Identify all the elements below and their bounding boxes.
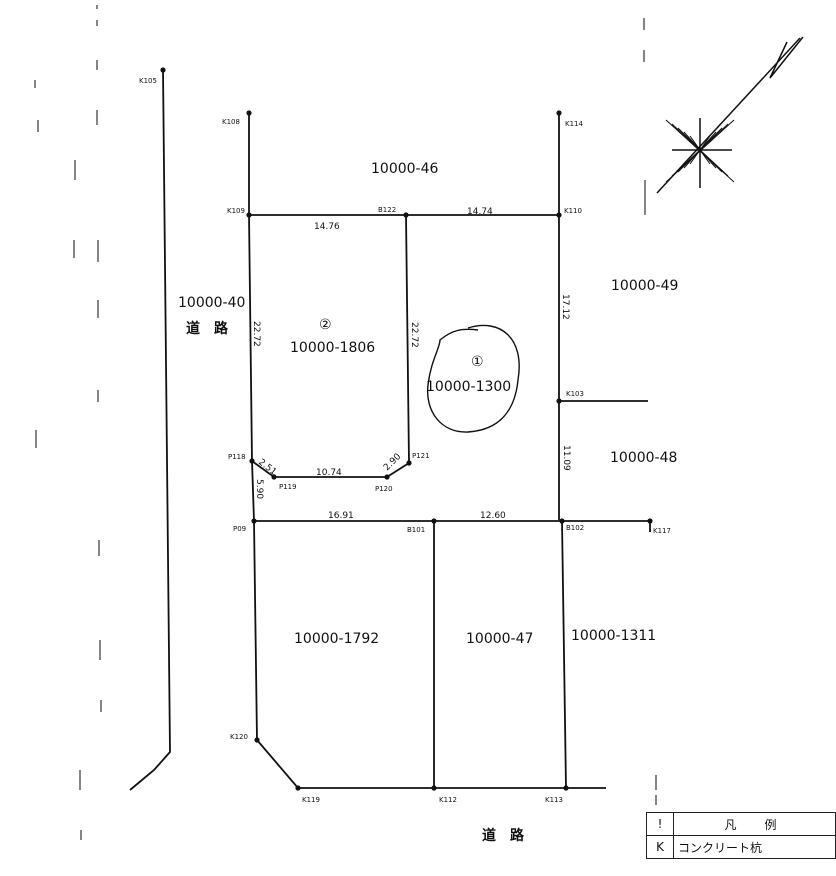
dim-top-left: 14.76: [314, 222, 340, 232]
point-K103: K103: [566, 390, 584, 398]
survey-points: [160, 67, 653, 791]
dim-left: 22.72: [251, 321, 261, 347]
road-west-label: 道 路: [186, 320, 229, 337]
lot-south-47: 10000-47: [466, 631, 533, 647]
legend-header-mark: !: [646, 812, 674, 836]
point-K119: K119: [302, 796, 320, 804]
legend-table: ! 凡 例 K コンクリート杭: [646, 812, 836, 859]
point-K112: K112: [439, 796, 457, 804]
legend-row: K コンクリート杭: [646, 835, 836, 859]
point-K117: K117: [653, 527, 671, 535]
lot2-marker: ②: [319, 317, 332, 333]
point-B101: B101: [407, 526, 425, 534]
point-K114: K114: [565, 120, 583, 128]
lot-east-upper: 10000-49: [611, 278, 678, 294]
dim-right-upper: 17.12: [560, 294, 570, 320]
lot-north: 10000-46: [371, 161, 438, 177]
legend-row1-text: コンクリート杭: [673, 835, 836, 859]
boundary-lines: [129, 69, 651, 791]
dim-top-right: 14.74: [467, 207, 493, 217]
road-south-label: 道 路: [482, 827, 525, 844]
point-K108: K108: [222, 118, 240, 126]
legend-header-row: ! 凡 例: [646, 812, 836, 836]
lot1-hand-circle: [426, 324, 520, 433]
lot-east-lower: 10000-48: [610, 450, 677, 466]
point-P120: P120: [375, 485, 393, 493]
point-P118: P118: [228, 453, 246, 461]
dim-mid-left: 16.91: [328, 511, 354, 521]
lot2-number: 10000-1806: [290, 340, 375, 356]
dim-corner-right: 2.90: [382, 452, 403, 473]
dim-left-lower: 5.90: [254, 479, 264, 499]
point-K110: K110: [564, 207, 582, 215]
margin-marks: [34, 5, 657, 840]
dim-bottom-left: 10.74: [316, 468, 342, 478]
point-B122: B122: [378, 206, 396, 214]
dim-inner: 22.72: [409, 322, 419, 348]
lot1-marker: ①: [471, 354, 484, 370]
point-B102: B102: [566, 524, 584, 532]
point-K109: K109: [227, 207, 245, 215]
point-P119: P119: [279, 483, 297, 491]
dim-mid-right: 12.60: [480, 511, 506, 521]
lot1-number: 10000-1300: [426, 379, 511, 395]
point-K105: K105: [139, 77, 157, 85]
point-K113: K113: [545, 796, 563, 804]
lot-labels: 10000-46 10000-40 道 路 ② 10000-1806 ① 100…: [178, 161, 678, 844]
dim-right-lower: 11.09: [561, 445, 571, 471]
lot-west-road: 10000-40: [178, 295, 245, 311]
dimension-labels: 14.76 14.74 22.72 22.72 17.12 11.09 10.7…: [251, 207, 571, 521]
legend-header: 凡 例: [673, 812, 836, 836]
point-P121: P121: [412, 452, 430, 460]
point-labels: K105 K108 K114 K109 B122 K110 K103 P118 …: [139, 77, 671, 804]
north-arrow-icon: [656, 36, 804, 194]
point-K120: K120: [230, 733, 248, 741]
lot-south-1792: 10000-1792: [294, 631, 379, 647]
point-P09: P09: [233, 525, 246, 533]
lot-south-1311: 10000-1311: [571, 628, 656, 644]
legend-row1-mark: K: [646, 835, 674, 859]
